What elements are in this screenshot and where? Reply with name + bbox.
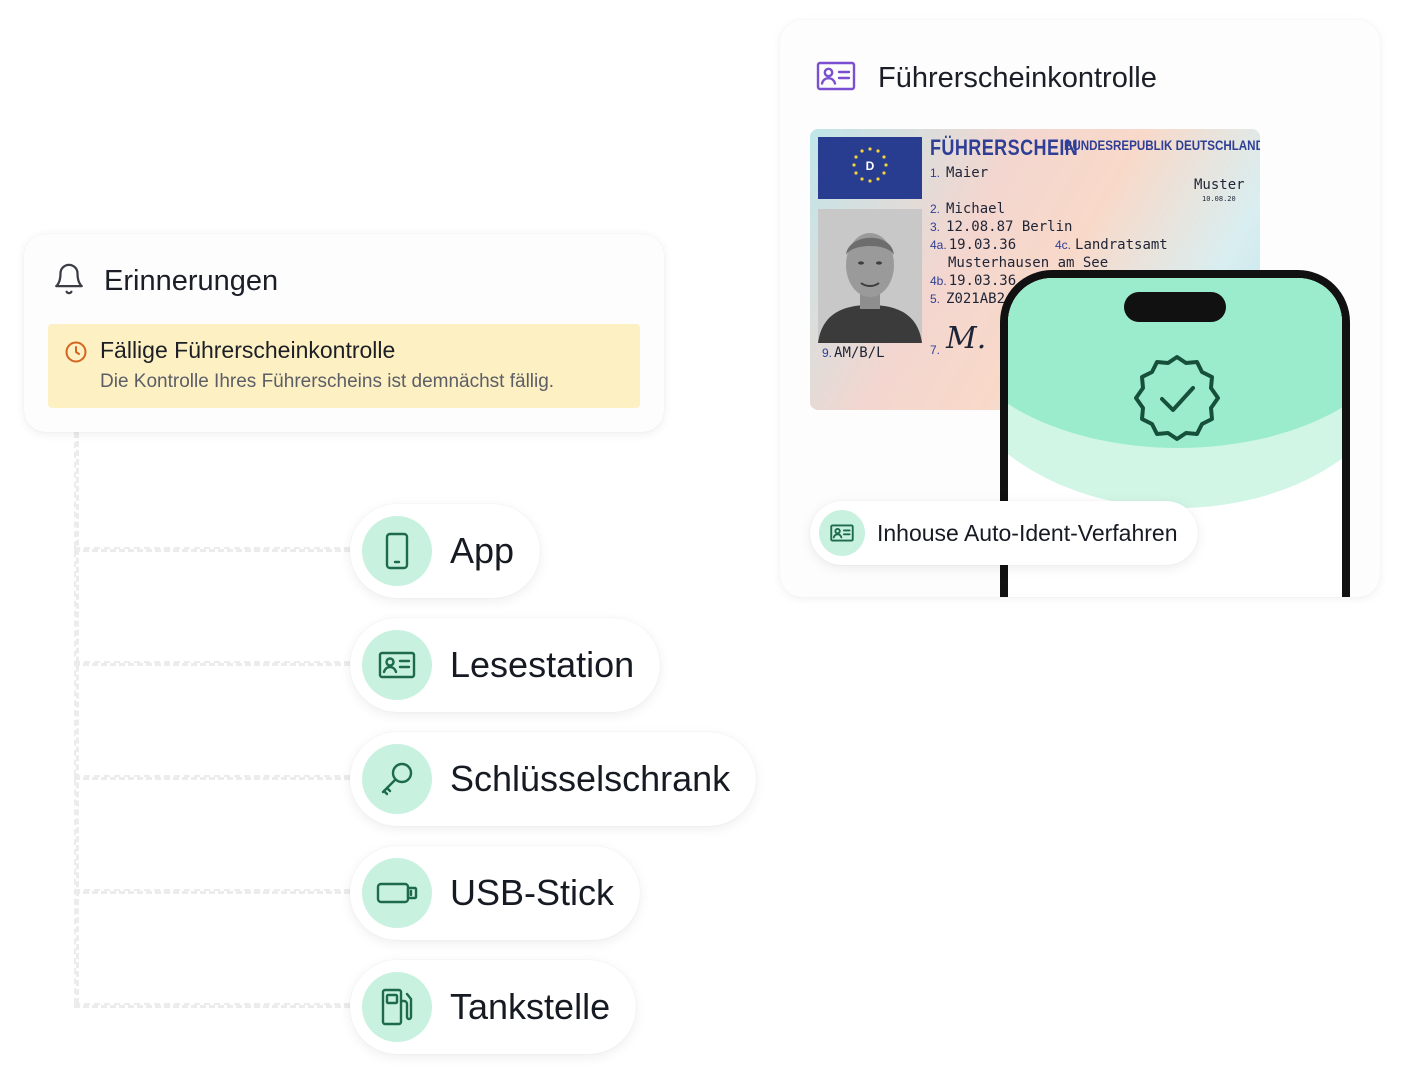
bell-icon xyxy=(52,262,86,301)
alert-text: Die Kontrolle Ihres Führerscheins ist de… xyxy=(100,371,555,392)
due-check-alert[interactable]: Fällige Führerscheinkontrolle Die Kontro… xyxy=(48,324,640,408)
connector-line xyxy=(74,547,350,552)
licence-authority-row: 4c.Landratsamt xyxy=(1055,237,1168,253)
auto-ident-label: Inhouse Auto-Ident-Verfahren xyxy=(877,519,1178,546)
connector-line xyxy=(74,432,79,1004)
licence-expiry-row: 4b.19.03.36 xyxy=(930,273,1017,289)
method-pill-lesestation[interactable]: Lesestation xyxy=(350,618,661,712)
licence-photo xyxy=(818,209,922,343)
licence-issue-row: 4a.19.03.36 xyxy=(930,237,1017,253)
reminders-title: Erinnerungen xyxy=(104,265,279,297)
auto-ident-pill[interactable]: Inhouse Auto-Ident-Verfahren xyxy=(810,501,1198,565)
license-check-header: Führerscheinkontrolle xyxy=(816,60,1157,97)
license-check-title: Führerscheinkontrolle xyxy=(878,62,1157,94)
licence-country: BUNDESREPUBLIK DEUTSCHLAND xyxy=(1064,138,1260,153)
licence-number-row: 5.Z021AB2 xyxy=(930,291,1006,307)
licence-classes-row: 9.AM/B/L xyxy=(822,345,885,361)
method-pill-app[interactable]: App xyxy=(350,504,541,598)
licence-authority-place: Musterhausen am See xyxy=(948,255,1109,271)
reminders-card: Erinnerungen Fällige Führerscheinkontrol… xyxy=(24,234,664,432)
licence-surname-row: 1.Maier xyxy=(930,165,989,181)
alert-title: Fällige Führerscheinkontrolle xyxy=(100,337,396,363)
id-card-icon xyxy=(819,510,865,556)
dynamic-island xyxy=(1124,292,1226,322)
method-pill-usb-stick[interactable]: USB-Stick xyxy=(350,846,641,940)
svg-text:D: D xyxy=(866,159,875,173)
method-label: Lesestation xyxy=(450,644,635,685)
verified-badge-icon xyxy=(1132,353,1222,448)
id-card-icon xyxy=(816,60,856,97)
id-card-icon xyxy=(362,630,432,700)
licence-birth-row: 3.12.08.87 Berlin xyxy=(930,219,1073,235)
method-label: USB-Stick xyxy=(450,872,615,913)
method-label: App xyxy=(450,530,515,571)
key-icon xyxy=(362,744,432,814)
eu-flag-icon: D xyxy=(818,137,922,199)
connector-line xyxy=(74,661,350,666)
licence-muster-date: 10.08.20 xyxy=(1202,195,1236,203)
connector-line xyxy=(74,1003,350,1008)
method-pill-schluesselschrank[interactable]: Schlüsselschrank xyxy=(350,732,757,826)
connector-line xyxy=(74,775,350,780)
fuel-pump-icon xyxy=(362,972,432,1042)
connector-line xyxy=(74,889,350,894)
reminders-header: Erinnerungen xyxy=(52,262,278,301)
licence-given-name-row: 2.Michael xyxy=(930,201,1006,217)
method-pill-tankstelle[interactable]: Tankstelle xyxy=(350,960,637,1054)
usb-stick-icon xyxy=(362,858,432,928)
licence-muster-text: Muster xyxy=(1194,177,1245,193)
method-label: Tankstelle xyxy=(450,986,611,1027)
licence-signature-row: 7.M. xyxy=(930,321,987,357)
licence-heading: FÜHRERSCHEIN xyxy=(930,135,1079,160)
smartphone-icon xyxy=(362,516,432,586)
clock-icon xyxy=(64,340,88,369)
method-label: Schlüsselschrank xyxy=(450,758,731,799)
license-check-card: Führerscheinkontrolle D FÜHRERSCHEIN BUN… xyxy=(780,20,1380,597)
